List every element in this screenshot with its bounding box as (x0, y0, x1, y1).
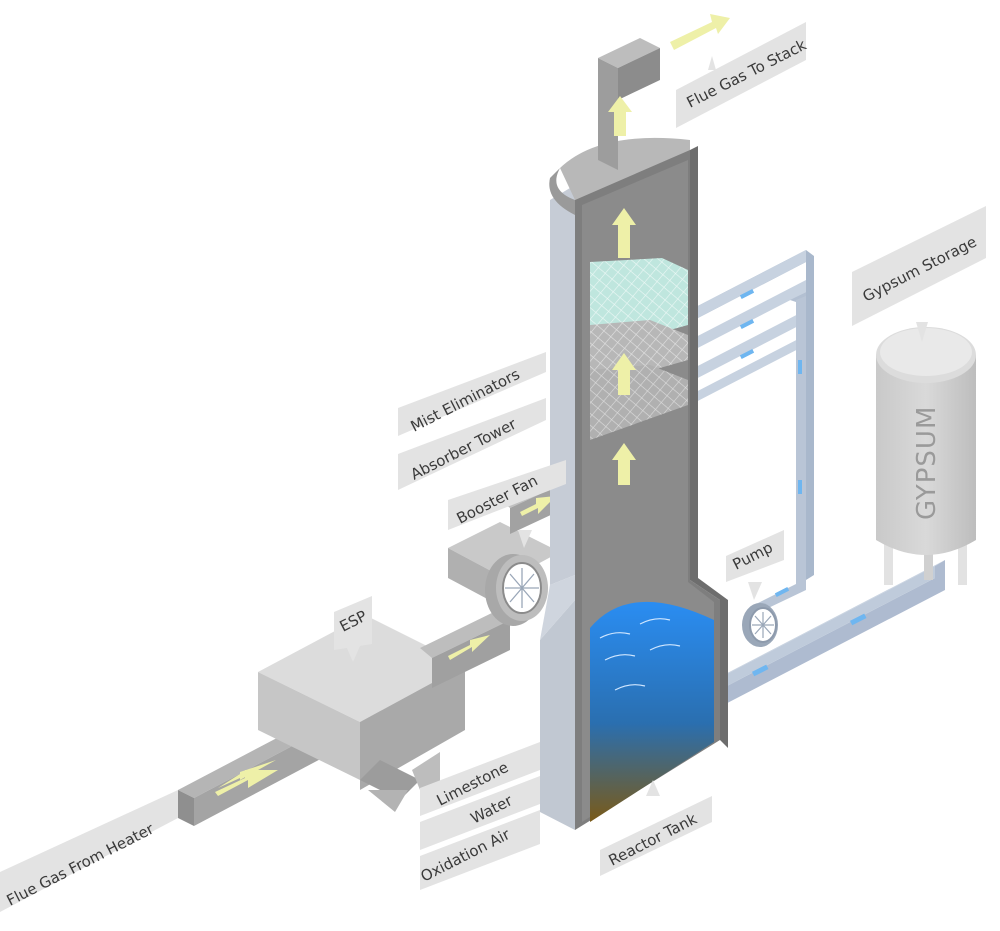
gypsum-tank-text: GYPSUM (912, 406, 942, 520)
label-boxes (0, 22, 986, 912)
gypsum-pipe (700, 560, 945, 712)
label-reactor-tank: Reactor Tank (606, 810, 700, 870)
gypsum-tank: GYPSUM (876, 327, 976, 585)
label-flue-gas-to-stack: Flue Gas To Stack (684, 36, 810, 112)
esp (258, 615, 465, 812)
recirculation-pipes (690, 250, 814, 612)
pump (742, 603, 778, 647)
absorber-tower (540, 137, 728, 830)
outlet-stack (598, 14, 730, 170)
esp-to-fan-duct (420, 610, 510, 688)
